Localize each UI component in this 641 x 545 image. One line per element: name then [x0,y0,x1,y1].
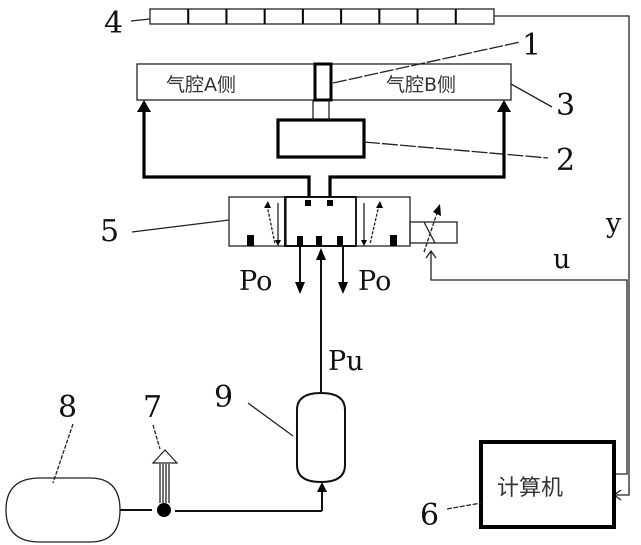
leader-7 [153,425,160,449]
label-7: 7 [143,390,162,425]
blocked-port [390,235,397,246]
load-block [278,120,364,157]
label-2: 2 [556,143,575,178]
label-pu: Pu [328,346,364,377]
exhaust-port [337,236,343,246]
flow-arrowhead [275,240,281,246]
label-1: 1 [522,28,541,63]
supply-arrow [316,248,326,260]
port-a [305,200,311,206]
leader-8 [53,424,73,483]
flow-path-dashed [267,205,275,244]
sensor-dividers [188,9,456,24]
displacement-sensor [150,9,494,24]
flow-arrowhead [376,201,383,208]
air-source-tank [6,478,120,542]
label-8: 8 [58,390,77,425]
relief-valve [153,450,177,503]
flow-arrowhead [361,240,367,246]
proportional-arrow [424,210,438,252]
label-5: 5 [100,214,119,249]
leader-4 [131,19,150,21]
exhaust-arrow-right [338,282,348,294]
reservoir-inlet-arrow [317,482,327,492]
arrow-chamber-b [497,100,511,112]
leader-5 [132,220,229,232]
chamber-a-label: 气腔A侧 [166,74,236,96]
arrow-chamber-a [137,100,151,112]
air-reservoir [297,393,345,482]
leader-9 [248,403,293,436]
relief-valve-junction [157,503,171,517]
label-y: y [605,208,622,239]
label-4: 4 [104,6,123,41]
sensor-body [150,9,494,24]
label-po-right: Po [358,266,391,297]
port-b [327,200,333,206]
proportional-valve [229,197,457,252]
leader-2 [364,142,548,158]
flow-path-dashed [370,205,379,244]
relief-arrow-up [153,450,177,463]
label-3: 3 [556,88,575,123]
leader-6 [447,503,481,509]
chamber-b-label: 气腔B侧 [386,74,456,96]
label-6: 6 [420,498,439,533]
label-9: 9 [214,380,233,415]
piston [315,64,331,100]
leader-3 [511,84,552,107]
computer-label: 计算机 [497,476,563,501]
exhaust-arrow-left [295,282,305,294]
exhaust-port [297,236,303,246]
supply-port [316,236,322,246]
label-po-left: Po [239,266,272,297]
label-u: u [553,244,570,275]
blocked-port [247,235,254,246]
flow-arrowhead [264,201,271,208]
